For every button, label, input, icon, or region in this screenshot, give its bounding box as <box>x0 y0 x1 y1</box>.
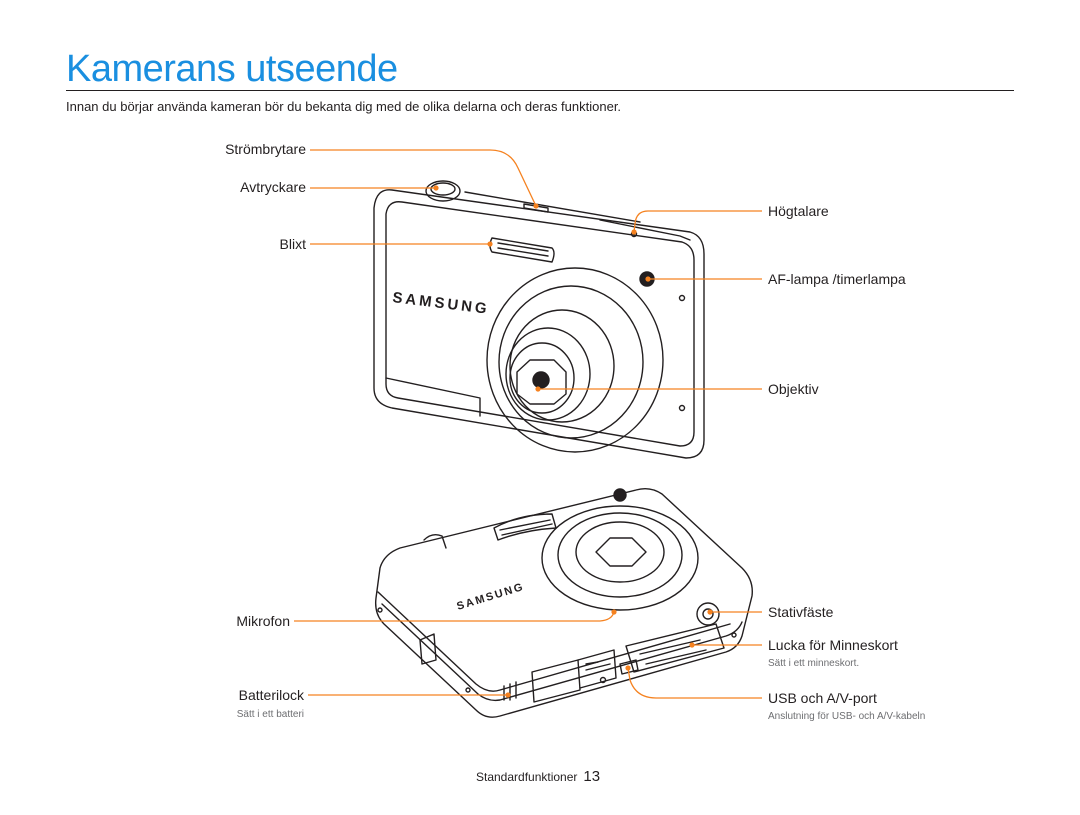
front-camera-body <box>373 189 705 459</box>
title-divider <box>66 90 1014 91</box>
bottom-camera-body <box>374 487 753 718</box>
label-memory-card-cover: Lucka för Minneskort <box>768 637 898 653</box>
usb-port <box>619 659 639 675</box>
intro-text: Innan du börjar använda kameran bör du b… <box>66 99 622 114</box>
shutter-button <box>425 180 461 202</box>
label-flash: Blixt <box>279 236 306 252</box>
battery-compartment <box>531 649 617 703</box>
tripod-mount <box>696 602 720 626</box>
label-battery-lock-sub: Sätt i ett batteri <box>236 709 304 720</box>
label-lens: Objektiv <box>768 381 819 397</box>
label-speaker: Högtalare <box>768 203 829 219</box>
footer-section: Standardfunktioner <box>476 770 578 784</box>
label-af-lamp: AF-lampa /timerlampa <box>768 271 906 287</box>
flash-window <box>489 237 555 263</box>
power-button <box>523 203 549 213</box>
lens-assembly <box>486 267 664 453</box>
label-memory-card-cover-sub: Sätt i ett minneskort. <box>768 658 860 669</box>
label-battery-lock: Batterilock <box>238 687 304 703</box>
page-footer: Standardfunktioner 13 <box>476 768 600 785</box>
memory-card-cover <box>625 623 725 673</box>
label-usb-port-sub: Anslutning för USB- och A/V-kabeln <box>768 711 926 722</box>
label-shutter-button: Avtryckare <box>240 179 306 195</box>
brand-logo-back: SAMSUNG <box>455 581 526 613</box>
callout-dots <box>433 185 713 698</box>
label-usb-port: USB och A/V-port <box>768 690 877 706</box>
bottom-lens <box>541 505 699 611</box>
page-title: Kamerans utseende <box>66 48 398 90</box>
label-microphone: Mikrofon <box>236 613 290 629</box>
brand-logo-front: SAMSUNG <box>392 289 491 318</box>
page-number: 13 <box>583 768 601 785</box>
label-tripod-mount: Stativfäste <box>768 604 834 620</box>
callout-lines <box>294 149 762 699</box>
label-power-switch: Strömbrytare <box>225 141 306 157</box>
